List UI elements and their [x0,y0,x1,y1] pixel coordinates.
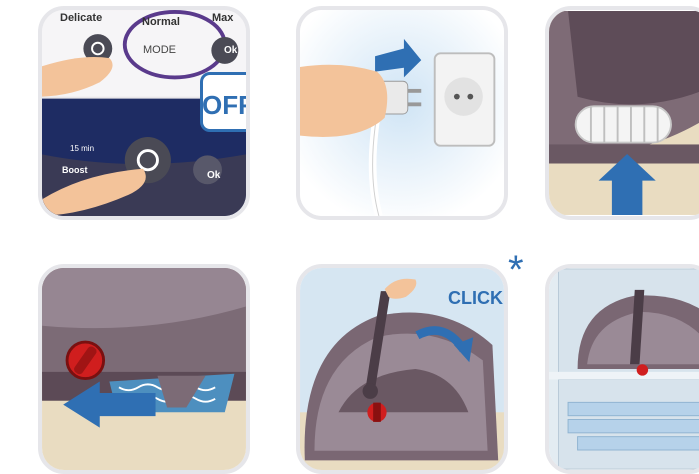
mode-max-label: Max [212,12,233,24]
step-release-knob-panel [38,264,250,474]
mode-button[interactable]: MODE [143,44,176,56]
step-storage-panel [545,264,699,474]
step-unplug-panel [296,6,508,220]
unplug-illustration [300,10,504,216]
mode-normal-label: Normal [142,16,180,28]
release-knob-illustration [42,268,246,470]
boost-label: Boost [62,165,88,175]
asterisk-mark: * [508,248,524,293]
ok-button-lower[interactable]: Ok [207,170,220,181]
cord-storage-illustration [549,10,699,216]
click-label: CLICK [448,288,503,309]
step-cord-storage-panel [545,6,699,220]
storage-illustration [549,268,699,470]
mode-delicate-label: Delicate [60,12,102,24]
ok-button[interactable]: Ok [224,45,237,56]
off-label: OFF [202,90,250,121]
timer-label: 15 min [70,144,94,153]
step-power-off-panel: Delicate Normal Max MODE Ok OFF Boost 15… [38,6,250,220]
step-fold-handle-panel: CLICK [296,264,508,474]
